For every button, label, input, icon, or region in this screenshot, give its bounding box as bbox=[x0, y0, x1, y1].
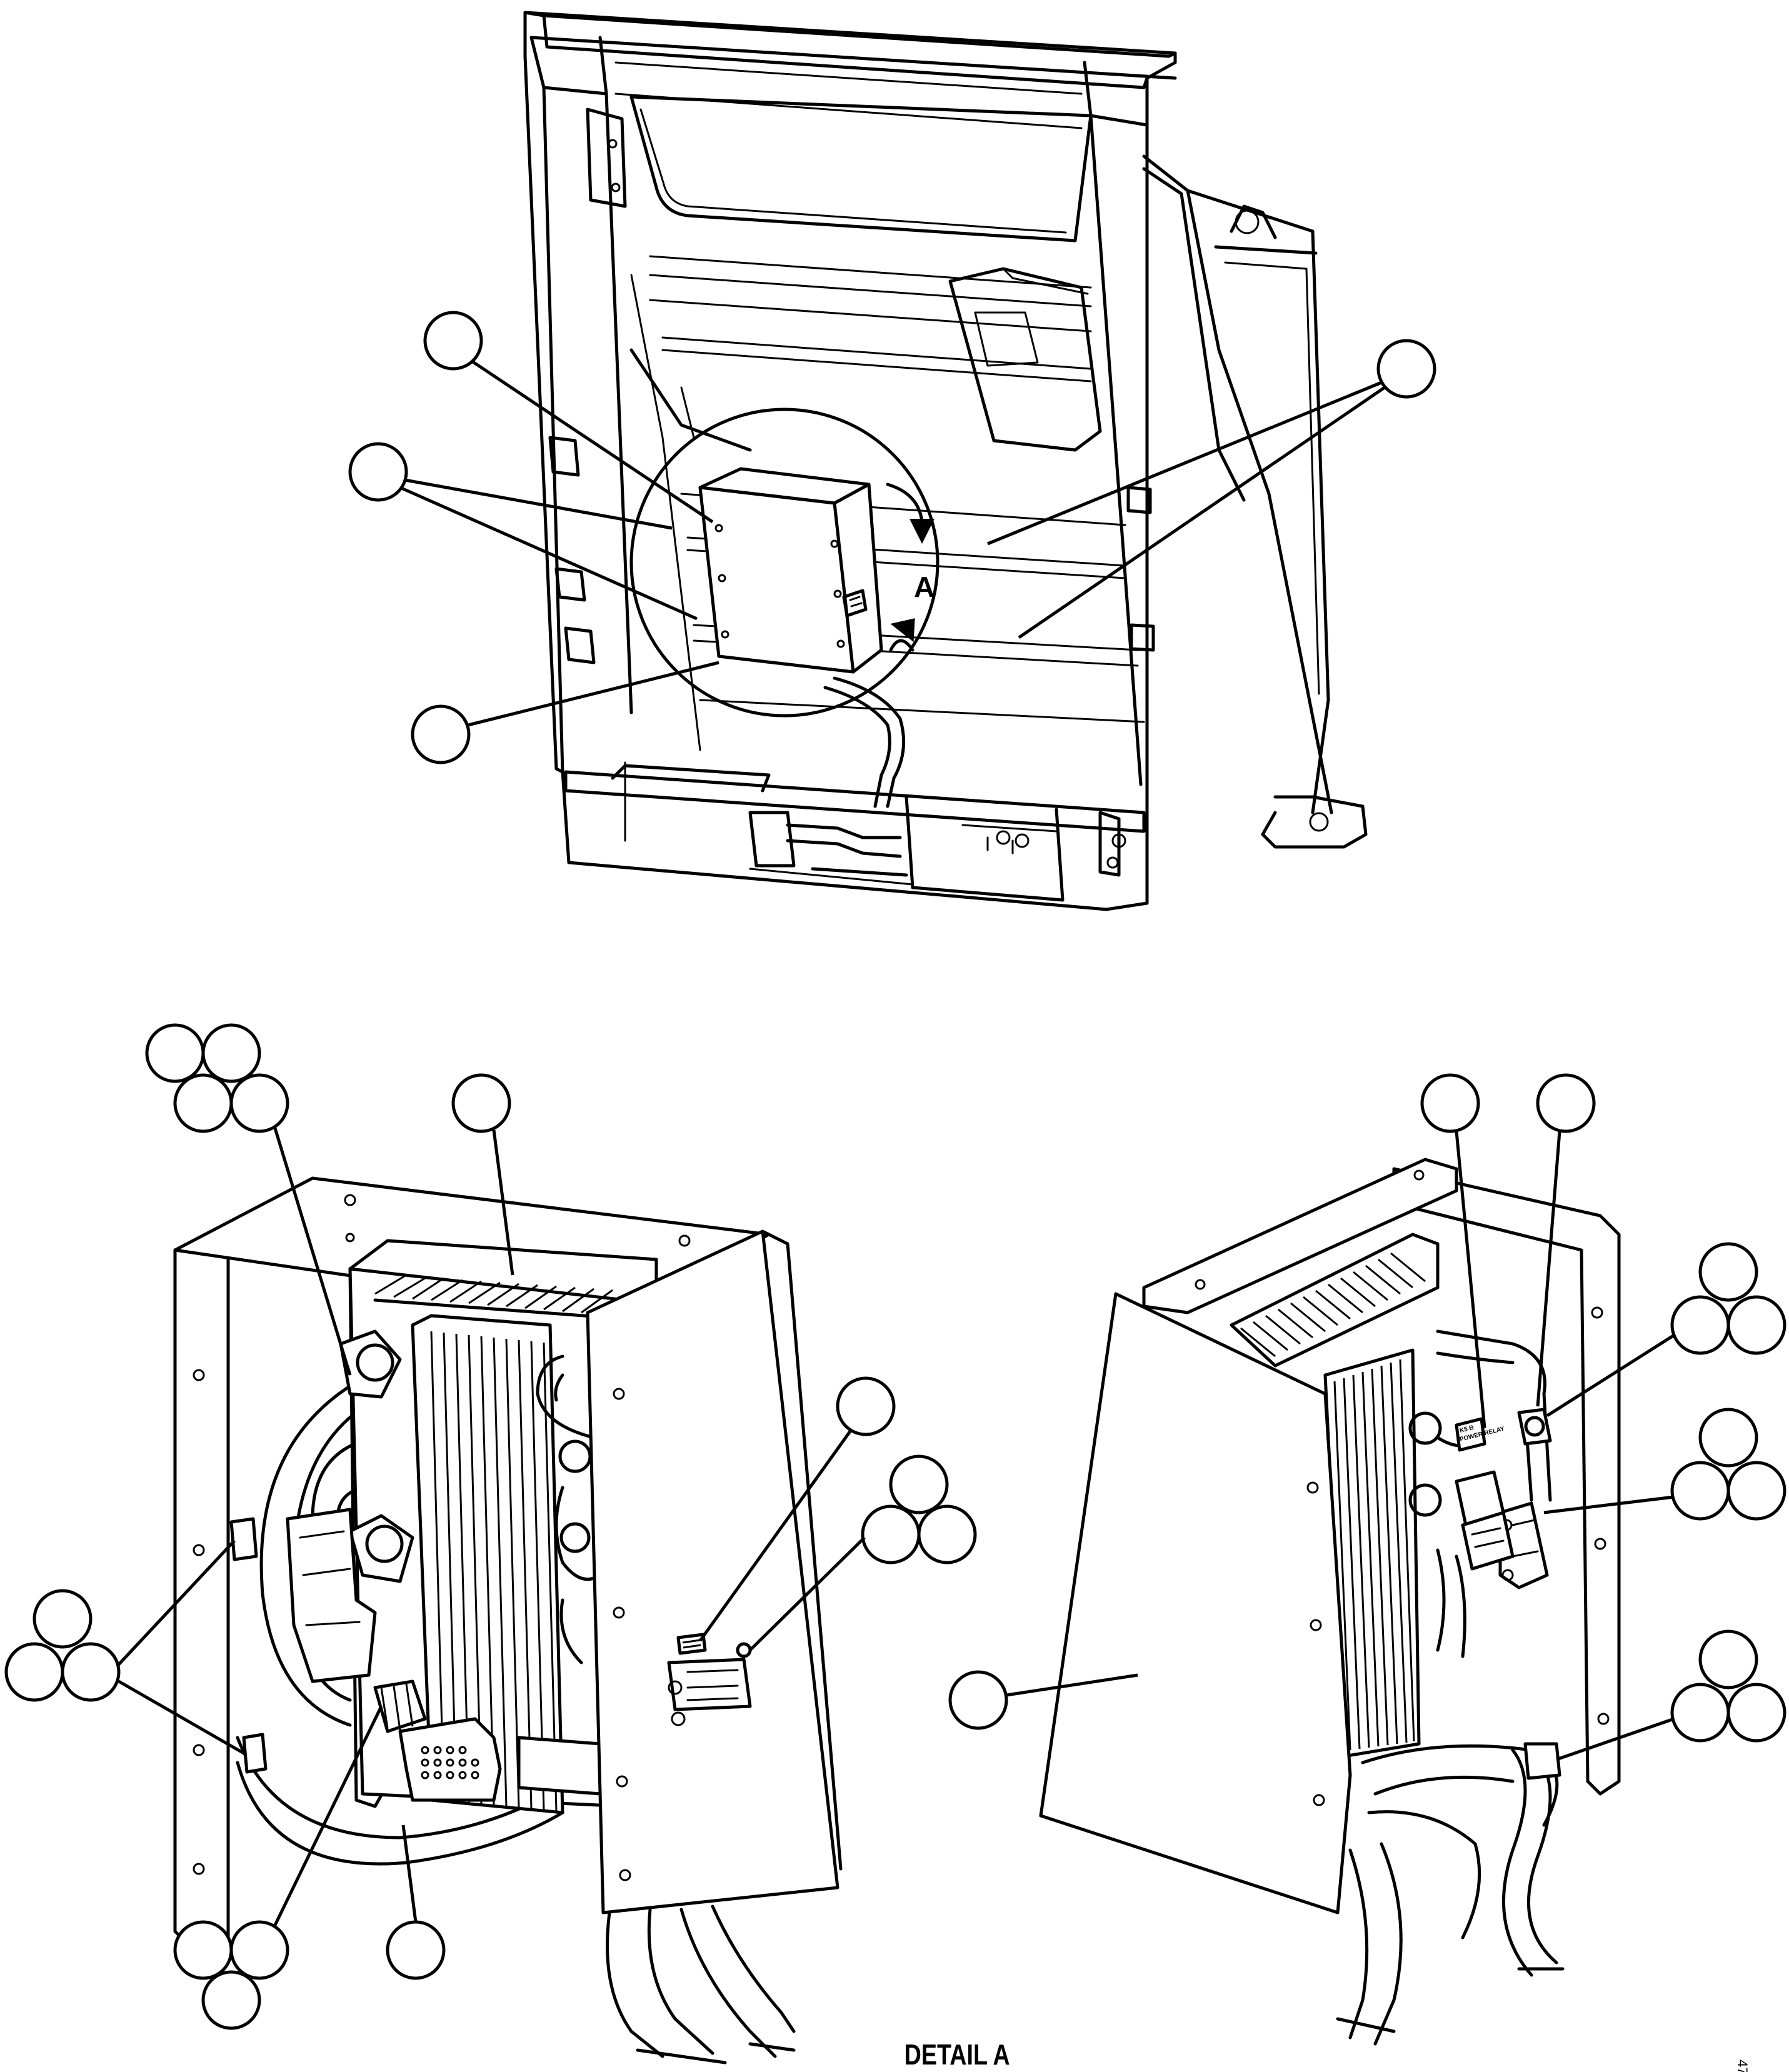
callout-balloon bbox=[201, 1970, 261, 2030]
callout-balloon bbox=[948, 1670, 1008, 1730]
callout-balloon bbox=[201, 1023, 261, 1083]
callout-balloon bbox=[1376, 339, 1436, 399]
top-assembly-view: A bbox=[348, 11, 1436, 911]
detail-a-right-view: K5 B POWER RELAY bbox=[948, 1073, 1786, 2046]
callout-balloon bbox=[4, 1642, 64, 1702]
detail-a-left-view bbox=[4, 1023, 977, 2064]
callout-balloon bbox=[229, 1920, 289, 1980]
callout-balloon bbox=[451, 1073, 511, 1133]
callout-balloon bbox=[1536, 1073, 1596, 1133]
callout-balloon bbox=[348, 442, 408, 502]
callout-balloon bbox=[173, 1073, 233, 1133]
callout-balloon bbox=[33, 1589, 93, 1649]
callout-balloon bbox=[861, 1504, 921, 1564]
view-letter-a: A bbox=[914, 571, 935, 603]
callout-balloon bbox=[61, 1642, 121, 1702]
detail-title: DETAIL A bbox=[905, 2038, 1010, 2070]
callout-balloon bbox=[1698, 1242, 1758, 1302]
callout-balloon bbox=[1420, 1073, 1480, 1133]
callout-balloon bbox=[386, 1920, 446, 1980]
document-number: 47566 bbox=[1735, 2059, 1750, 2072]
callout-balloon bbox=[836, 1376, 896, 1436]
callout-balloon bbox=[1726, 1461, 1786, 1521]
callout-balloon bbox=[145, 1023, 205, 1083]
callout-balloon bbox=[229, 1073, 289, 1133]
callout-balloon bbox=[917, 1504, 977, 1564]
callout-balloon bbox=[1670, 1683, 1730, 1743]
callout-balloon bbox=[173, 1920, 233, 1980]
relay-label-line-1: K5 B bbox=[1459, 1424, 1475, 1434]
callout-balloon bbox=[1698, 1408, 1758, 1468]
callout-balloon bbox=[889, 1454, 949, 1514]
callout-balloon bbox=[1698, 1629, 1758, 1689]
callout-balloon bbox=[1726, 1295, 1786, 1355]
callout-balloon bbox=[1726, 1683, 1786, 1743]
callout-balloon bbox=[1670, 1461, 1730, 1521]
callout-balloon bbox=[1670, 1295, 1730, 1355]
callout-balloon bbox=[423, 311, 483, 371]
callout-balloon bbox=[411, 704, 471, 764]
